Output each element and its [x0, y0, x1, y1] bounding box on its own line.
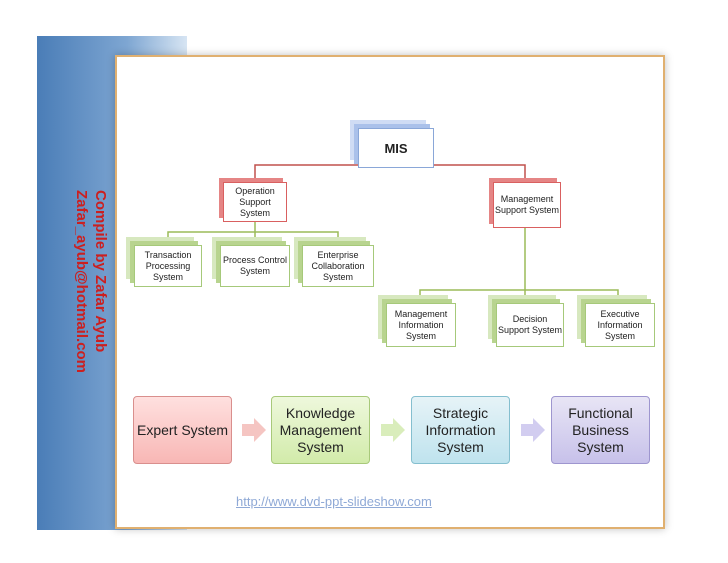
- mis-info-label: Management Information System: [394, 308, 448, 341]
- mis-node: MIS: [358, 128, 434, 168]
- dss-label: Decision Support System: [497, 314, 563, 335]
- flow-functional-business: Functional Business System: [551, 396, 650, 464]
- flow-label: Expert System: [136, 421, 229, 438]
- flow-label: Knowledge Management System: [279, 404, 362, 455]
- operation-support-label: Operation Support System: [235, 185, 275, 218]
- tps-label: Transaction Processing System: [144, 249, 192, 282]
- pcs-node: Process Control System: [220, 245, 290, 287]
- management-support-node: Management Support System: [493, 182, 561, 228]
- eis-label: Executive Information System: [597, 308, 643, 341]
- footer-link[interactable]: http://www.dvd-ppt-slideshow.com: [236, 494, 432, 509]
- arrow-right-icon: [521, 418, 545, 442]
- ecs-node: Enterprise Collaboration System: [302, 245, 374, 287]
- flow-label: Functional Business System: [568, 404, 633, 455]
- management-support-label: Management Support System: [494, 194, 560, 215]
- ecs-label: Enterprise Collaboration System: [311, 249, 365, 282]
- tps-node: Transaction Processing System: [134, 245, 202, 287]
- eis-node: Executive Information System: [585, 303, 655, 347]
- flow-label: Strategic Information System: [425, 404, 496, 455]
- pcs-label: Process Control System: [222, 255, 288, 276]
- arrow-right-icon: [381, 418, 405, 442]
- mis-info-node: Management Information System: [386, 303, 456, 347]
- flow-strategic-information: Strategic Information System: [411, 396, 510, 464]
- dss-node: Decision Support System: [496, 303, 564, 347]
- operation-support-node: Operation Support System: [223, 182, 287, 222]
- flow-knowledge-management: Knowledge Management System: [271, 396, 370, 464]
- mis-label: MIS: [384, 140, 408, 156]
- arrow-right-icon: [242, 418, 266, 442]
- flow-expert-system: Expert System: [133, 396, 232, 464]
